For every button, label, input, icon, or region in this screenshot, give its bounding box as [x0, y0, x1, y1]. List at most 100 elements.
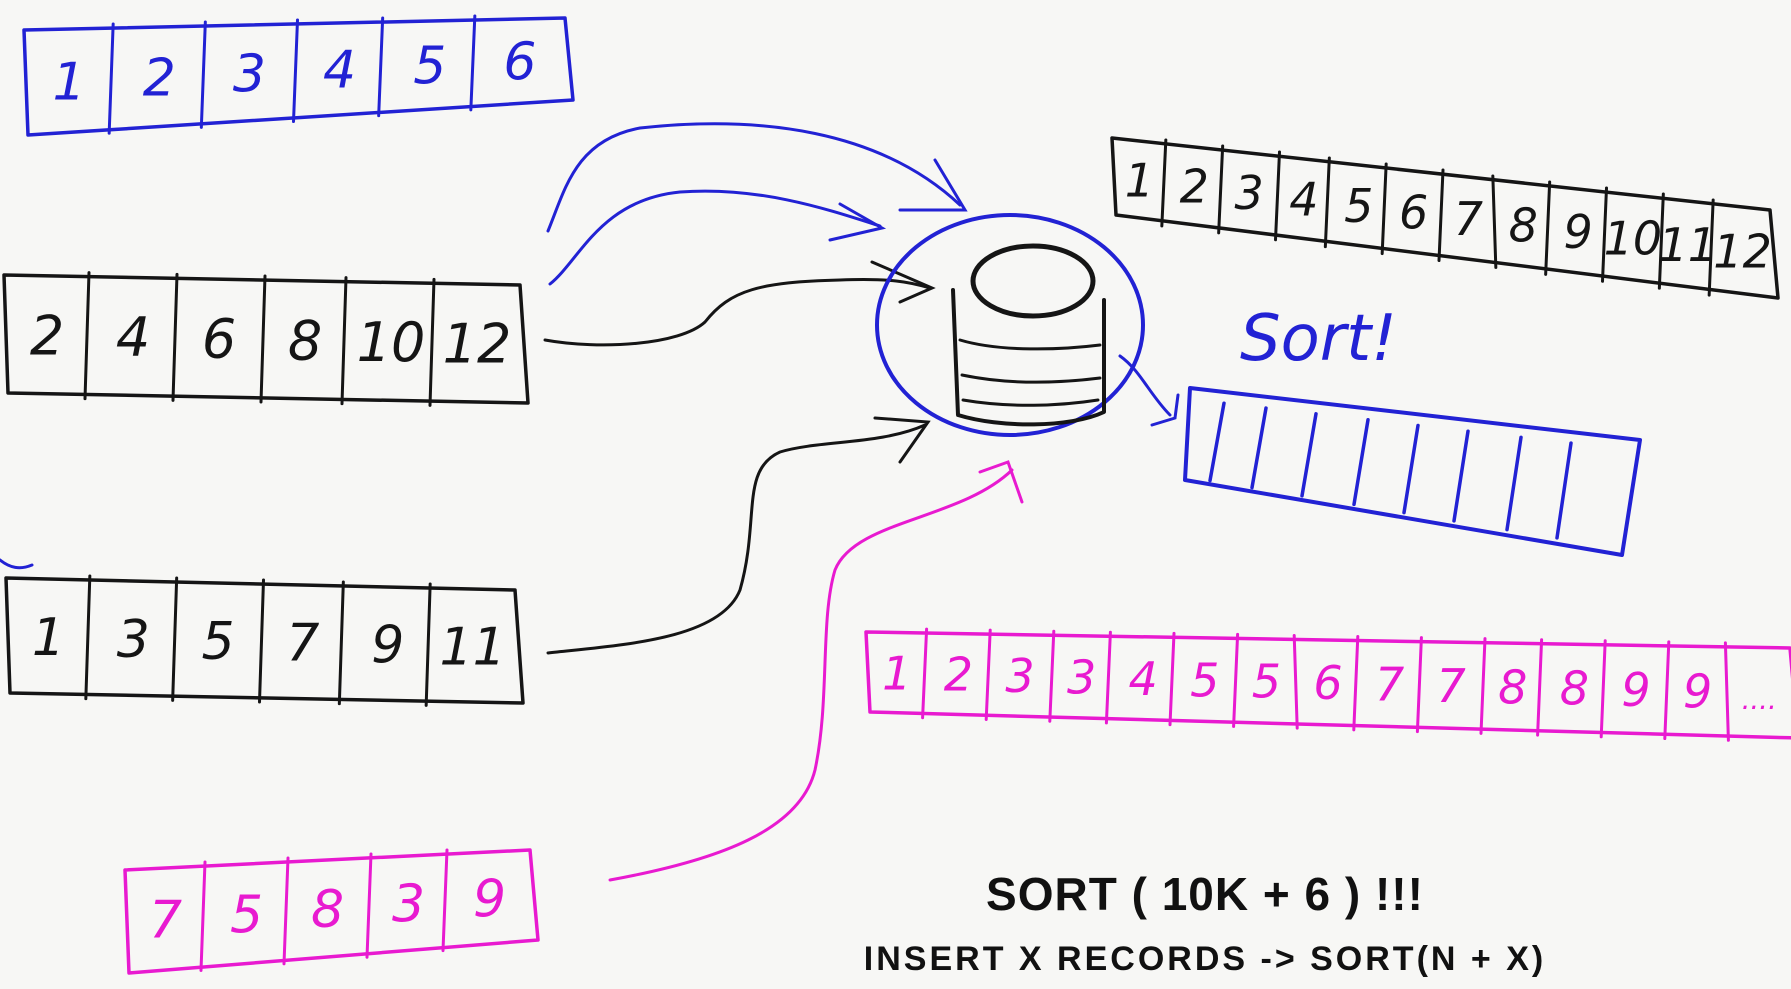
- array-cell-divider: [1536, 638, 1544, 737]
- array-cell-divider: [1160, 138, 1168, 228]
- array-cell-divider: [171, 576, 179, 702]
- empty-blue-array: [1183, 386, 1642, 557]
- array-outline: [1183, 386, 1642, 557]
- array-cell-divider: [1208, 401, 1226, 483]
- array-outline: [123, 848, 540, 975]
- array-cell-divider: [1707, 198, 1715, 297]
- array-cell-value: 8: [1498, 660, 1527, 714]
- array-cell-value: 12: [443, 313, 512, 376]
- array-cell-divider: [1723, 641, 1730, 742]
- array-cell-value: 4: [1129, 652, 1158, 706]
- arrow-db-to-sort: [1118, 354, 1172, 417]
- array-cell-value: 9: [1621, 663, 1650, 717]
- array-cell-divider: [1555, 441, 1573, 540]
- array-cell-divider: [424, 582, 432, 707]
- array-cell-divider: [1292, 633, 1299, 730]
- array-cell-divider: [1232, 632, 1240, 728]
- database-icon: [875, 213, 1145, 437]
- array-cell-value: 1: [32, 608, 65, 668]
- array-cell-value: 11: [439, 617, 505, 677]
- array-cell-value: 1: [882, 646, 911, 700]
- array-cell-divider: [258, 578, 265, 704]
- array-cell-divider: [83, 271, 91, 401]
- array-cell-divider: [441, 848, 449, 953]
- arrowhead-blue-upper: [898, 158, 968, 212]
- arrow-blue-upper: [546, 122, 962, 233]
- array-cell-value: 8: [1560, 662, 1589, 716]
- array-cell-value: 7: [1454, 192, 1483, 246]
- array-outline: [4, 576, 525, 705]
- array-cell-value: 5: [1252, 655, 1281, 709]
- array-cell-divider: [1168, 631, 1176, 727]
- array-cell-value: 4: [116, 306, 150, 369]
- arrowhead-magenta: [978, 460, 1024, 504]
- array-cell-divider: [1544, 180, 1552, 276]
- arrowhead-blue-lower: [828, 202, 887, 242]
- stroke-left-edge: [0, 558, 34, 570]
- array-cell-divider: [1274, 150, 1281, 242]
- array-outline: [22, 16, 575, 137]
- array-cell-value: 7: [1375, 657, 1404, 711]
- array-cell-value: 7: [1437, 659, 1466, 713]
- array-cell-divider: [1437, 168, 1445, 262]
- array-cell-value: 8: [288, 309, 322, 372]
- array-cell-value: 8: [1509, 198, 1538, 252]
- array-cell-value: 5: [1190, 653, 1219, 707]
- headline: SORT ( 10K + 6 ) !!!: [986, 868, 1424, 920]
- array-cell-value: 2: [944, 648, 973, 702]
- array-cell-divider: [1250, 406, 1268, 490]
- array-cell-divider: [1217, 144, 1225, 235]
- database-line-3: [961, 398, 1100, 407]
- subline: INSERT X RECORDS -> SORT(N + X): [864, 940, 1546, 978]
- array-cell-value: 6: [1313, 656, 1342, 710]
- array-outline: [864, 630, 1791, 740]
- array-cell-value: 2: [1180, 160, 1209, 214]
- array-cell-divider: [1452, 429, 1470, 523]
- database-ring: [875, 213, 1145, 437]
- arrow-black-evens: [543, 277, 932, 347]
- array-cell-divider: [1380, 162, 1388, 256]
- array-cell-value: 3: [392, 875, 425, 935]
- array-cell-value: 4: [1289, 173, 1318, 227]
- array-cell-divider: [921, 627, 929, 720]
- array-cell-divider: [1505, 435, 1523, 532]
- array-cell-divider: [984, 628, 992, 721]
- array-cell-value: 10: [1604, 211, 1663, 265]
- array-cell-value: 9: [473, 869, 506, 929]
- sort-note: Sort!: [1240, 302, 1397, 376]
- arrow-magenta: [608, 468, 1014, 882]
- array-cell-divider: [282, 856, 290, 966]
- array-cell-divider: [1300, 412, 1318, 498]
- array-cell-divider: [1599, 639, 1607, 739]
- database-body: [951, 288, 1106, 427]
- array-cell-value: 1: [53, 52, 86, 112]
- array-cell-value: 6: [1399, 186, 1428, 240]
- array-cell-value: 4: [323, 41, 356, 101]
- array-cell-value: 5: [230, 885, 263, 945]
- arrowhead-black-odds: [873, 416, 931, 464]
- array-cell-divider: [340, 276, 348, 406]
- arrow-blue-lower: [548, 189, 882, 286]
- array-cell-divider: [1415, 636, 1423, 734]
- array-cell-value: 7: [149, 891, 182, 951]
- array-cell-divider: [428, 277, 436, 407]
- array-cell-divider: [337, 580, 345, 706]
- array-cell-divider: [1352, 418, 1370, 507]
- array-cell-value: 3: [117, 610, 150, 670]
- array-cell-divider: [199, 20, 207, 129]
- array-cell-divider: [1104, 630, 1112, 725]
- array-cell-value: 5: [413, 37, 446, 97]
- arrows: [0, 122, 1180, 882]
- array-cell-value: ....: [1742, 683, 1777, 716]
- array-cell-divider: [199, 860, 207, 972]
- array-cell-divider: [259, 274, 267, 404]
- array-cell-divider: [469, 14, 477, 112]
- array-cell-value: 2: [30, 304, 64, 367]
- array-cell-divider: [292, 18, 299, 123]
